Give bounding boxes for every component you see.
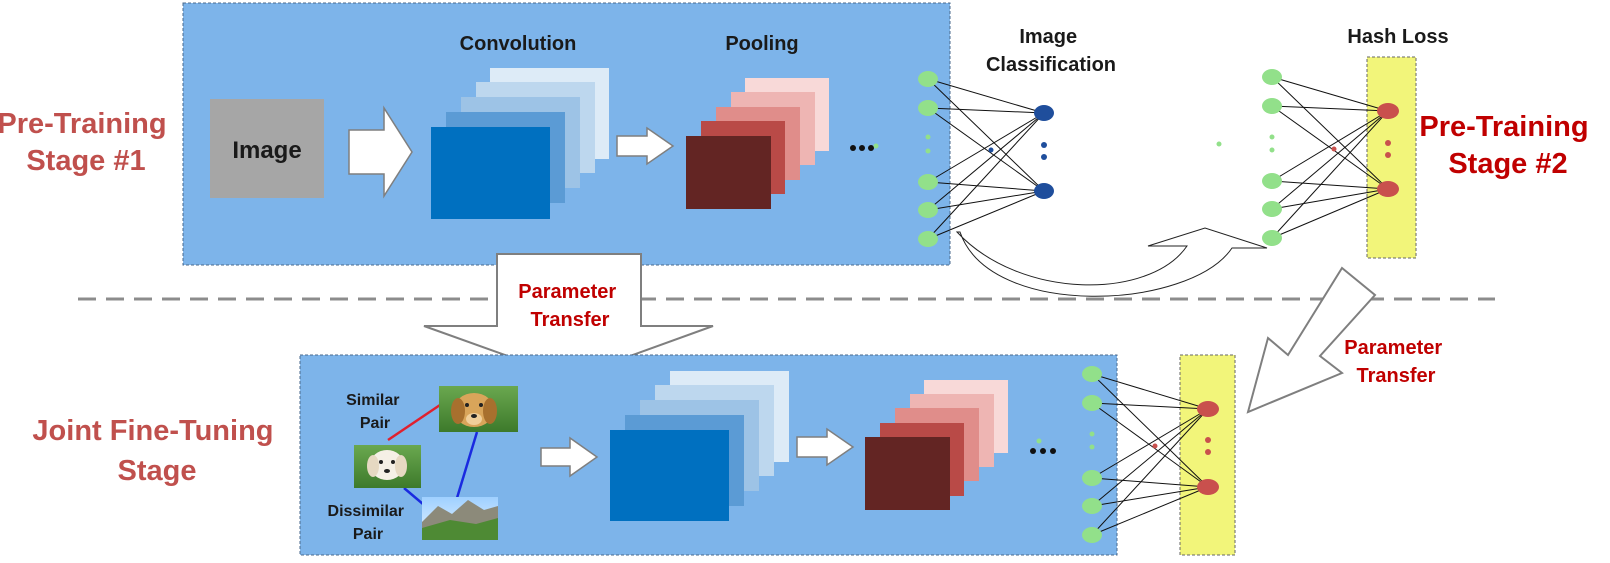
hash-output-neurons-top [1377,103,1399,197]
hash-loss-box-top [1366,56,1417,259]
hash-input-neurons-top [1262,69,1282,246]
hash-loss-box-bottom [1179,354,1236,556]
dog-photo-icon [439,386,518,432]
pooling-stack-bottom [865,380,1008,510]
input-image-label: Image [232,137,301,164]
parameter-transfer-arrow-right [1246,266,1377,414]
hash-loss-title: Hash Loss [1347,26,1448,48]
pooling-title: Pooling [725,33,798,55]
fc-neurons-top [918,71,938,247]
stage2-label: Pre-Training Stage #2 [1419,111,1596,180]
fc-neurons-bottom [1082,366,1102,543]
arrow-conv-to-pool-bottom [796,427,855,467]
convolution-stack-bottom [610,371,789,521]
convolution-title: Convolution [460,33,577,55]
similar-pair-label: Similar Pair [346,392,404,432]
hash-net-bottom [1091,373,1209,536]
fc-classification-net [927,78,1045,240]
parameter-transfer-arrow-left [423,253,714,380]
transfer-label-left: Parameter Transfer [518,281,621,331]
puppy-photo-icon [354,445,421,488]
arrow-conv-to-pool [616,126,675,166]
input-image-box [210,99,324,198]
classification-neurons [1034,105,1054,199]
hash-net-top [1271,76,1389,239]
mountain-photo-icon [422,497,498,540]
arrow-pair-to-conv [540,436,599,478]
stage1-label: Pre-Training Stage #1 [0,108,175,177]
similar-link [387,403,441,442]
dissimilar-link-2 [455,431,479,499]
arrow-image-to-conv [348,105,413,199]
hash-output-neurons-bottom [1197,401,1219,495]
transfer-label-right: Parameter Transfer [1344,337,1447,387]
curved-transfer-arrow [955,227,1268,297]
joint-stage-label: Joint Fine-Tuning Stage [32,415,281,487]
ellipsis-dots-top [850,143,879,151]
convolution-stack [431,68,609,219]
classification-title: Image Classification [986,26,1116,76]
pooling-stack [686,78,829,209]
dissimilar-pair-label: Dissimilar Pair [328,503,409,543]
ellipsis-dots-bottom [1030,438,1056,454]
